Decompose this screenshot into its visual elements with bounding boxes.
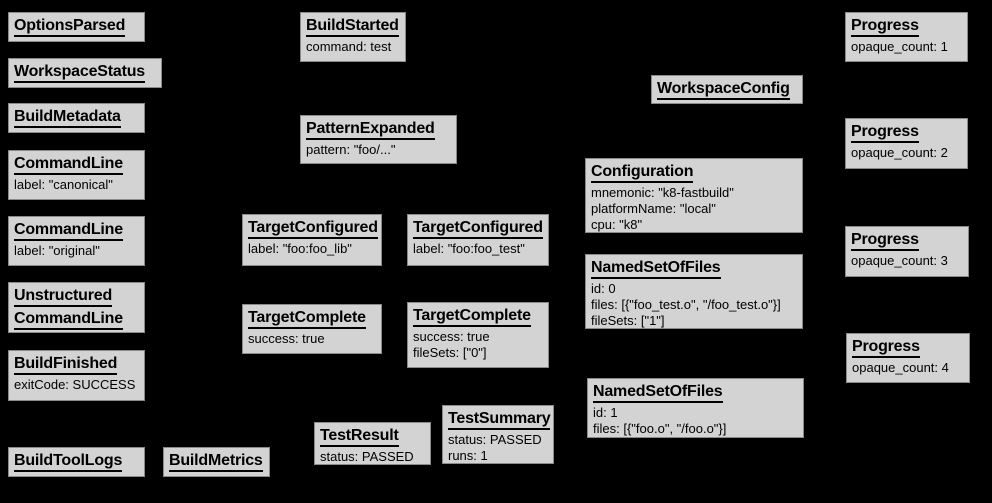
event-title: TargetConfigured bbox=[413, 218, 543, 239]
event-title: WorkspaceStatus bbox=[14, 62, 145, 83]
event-box-targetcomplete-foo-lib: TargetComplete success: true bbox=[242, 304, 382, 354]
event-box-progress-4: Progress opaque_count: 4 bbox=[846, 333, 970, 383]
event-field: pattern: "foo/..." bbox=[306, 142, 396, 157]
event-title: Progress bbox=[851, 230, 919, 251]
event-field: label: "foo:foo_test" bbox=[413, 241, 525, 256]
event-title: BuildFinished bbox=[14, 354, 117, 375]
event-box-progress-3: Progress opaque_count: 3 bbox=[845, 226, 969, 277]
event-field: exitCode: SUCCESS bbox=[14, 377, 136, 392]
event-field: opaque_count: 2 bbox=[851, 145, 948, 160]
event-title: Configuration bbox=[591, 162, 693, 183]
event-field: opaque_count: 3 bbox=[851, 253, 948, 268]
event-title-line2: CommandLine bbox=[14, 309, 123, 330]
event-box-configuration: Configuration mnemonic: "k8-fastbuild" p… bbox=[585, 158, 803, 233]
event-field: files: [{"foo_test.o", "/foo_test.o"}] bbox=[591, 297, 781, 312]
event-box-buildfinished: BuildFinished exitCode: SUCCESS bbox=[8, 350, 145, 401]
event-field: success: true bbox=[248, 331, 325, 346]
event-box-targetcomplete-foo-test: TargetComplete success: true fileSets: [… bbox=[407, 302, 549, 368]
event-box-buildmetadata: BuildMetadata bbox=[8, 103, 145, 133]
event-title: PatternExpanded bbox=[306, 119, 435, 140]
event-box-targetconfigured-foo-test: TargetConfigured label: "foo:foo_test" bbox=[407, 214, 549, 266]
event-title: TargetComplete bbox=[248, 308, 366, 329]
event-field: label: "canonical" bbox=[14, 177, 113, 192]
event-field: mnemonic: "k8-fastbuild" bbox=[591, 185, 734, 200]
event-field: files: [{"foo.o", "/foo.o"}] bbox=[593, 421, 727, 436]
event-box-testsummary: TestSummary status: PASSED runs: 1 bbox=[442, 405, 554, 464]
event-title: TargetComplete bbox=[413, 306, 531, 327]
event-title: Progress bbox=[852, 337, 920, 358]
event-field: runs: 1 bbox=[448, 448, 488, 463]
event-box-optionsparsed: OptionsParsed bbox=[8, 12, 145, 42]
event-title: WorkspaceConfig bbox=[657, 79, 790, 100]
event-field: status: PASSED bbox=[320, 449, 414, 464]
event-box-progress-2: Progress opaque_count: 2 bbox=[845, 118, 968, 169]
event-title: BuildMetadata bbox=[14, 107, 121, 128]
event-title: BuildMetrics bbox=[169, 451, 263, 472]
event-field: id: 1 bbox=[593, 405, 618, 420]
event-field: fileSets: ["1"] bbox=[591, 313, 665, 328]
event-box-buildmetrics: BuildMetrics bbox=[163, 447, 270, 477]
event-field: command: test bbox=[306, 39, 392, 54]
event-title: TestSummary bbox=[448, 409, 551, 430]
event-field: opaque_count: 1 bbox=[851, 39, 948, 54]
event-box-workspacestatus: WorkspaceStatus bbox=[8, 58, 162, 88]
event-box-namedsetoffiles-1: NamedSetOfFiles id: 1 files: [{"foo.o", … bbox=[587, 378, 804, 438]
event-box-commandline-original: CommandLine label: "original" bbox=[8, 216, 145, 266]
event-field: opaque_count: 4 bbox=[852, 360, 949, 375]
event-field: cpu: "k8" bbox=[591, 217, 643, 232]
event-title: BuildStarted bbox=[306, 16, 399, 37]
event-box-unstructuredcommandline: Unstructured CommandLine bbox=[8, 282, 145, 333]
event-title: TestResult bbox=[320, 426, 399, 447]
event-title: NamedSetOfFiles bbox=[593, 382, 723, 403]
event-field: status: PASSED bbox=[448, 432, 542, 447]
event-field: label: "original" bbox=[14, 243, 100, 258]
event-title: Unstructured bbox=[14, 286, 112, 307]
event-title: CommandLine bbox=[14, 220, 123, 241]
event-box-progress-1: Progress opaque_count: 1 bbox=[845, 12, 968, 62]
event-title: NamedSetOfFiles bbox=[591, 258, 721, 279]
event-title: Progress bbox=[851, 122, 919, 143]
event-box-testresult: TestResult status: PASSED bbox=[314, 422, 431, 465]
event-field: platformName: "local" bbox=[591, 201, 716, 216]
event-field: success: true bbox=[413, 329, 490, 344]
event-field: fileSets: ["0"] bbox=[413, 345, 487, 360]
event-box-buildstarted: BuildStarted command: test bbox=[300, 12, 406, 62]
event-title: CommandLine bbox=[14, 154, 123, 175]
event-title: Progress bbox=[851, 16, 919, 37]
event-field: id: 0 bbox=[591, 281, 616, 296]
event-title: OptionsParsed bbox=[14, 16, 125, 37]
event-box-namedsetoffiles-0: NamedSetOfFiles id: 0 files: [{"foo_test… bbox=[585, 254, 803, 329]
event-box-patternexpanded: PatternExpanded pattern: "foo/..." bbox=[300, 115, 457, 164]
event-box-targetconfigured-foo-lib: TargetConfigured label: "foo:foo_lib" bbox=[242, 214, 382, 266]
event-title: TargetConfigured bbox=[248, 218, 378, 239]
event-box-commandline-canonical: CommandLine label: "canonical" bbox=[8, 150, 145, 200]
event-box-buildtoollogs: BuildToolLogs bbox=[8, 447, 145, 477]
event-title: BuildToolLogs bbox=[14, 451, 122, 472]
event-field: label: "foo:foo_lib" bbox=[248, 241, 352, 256]
event-box-workspaceconfig: WorkspaceConfig bbox=[651, 75, 803, 104]
